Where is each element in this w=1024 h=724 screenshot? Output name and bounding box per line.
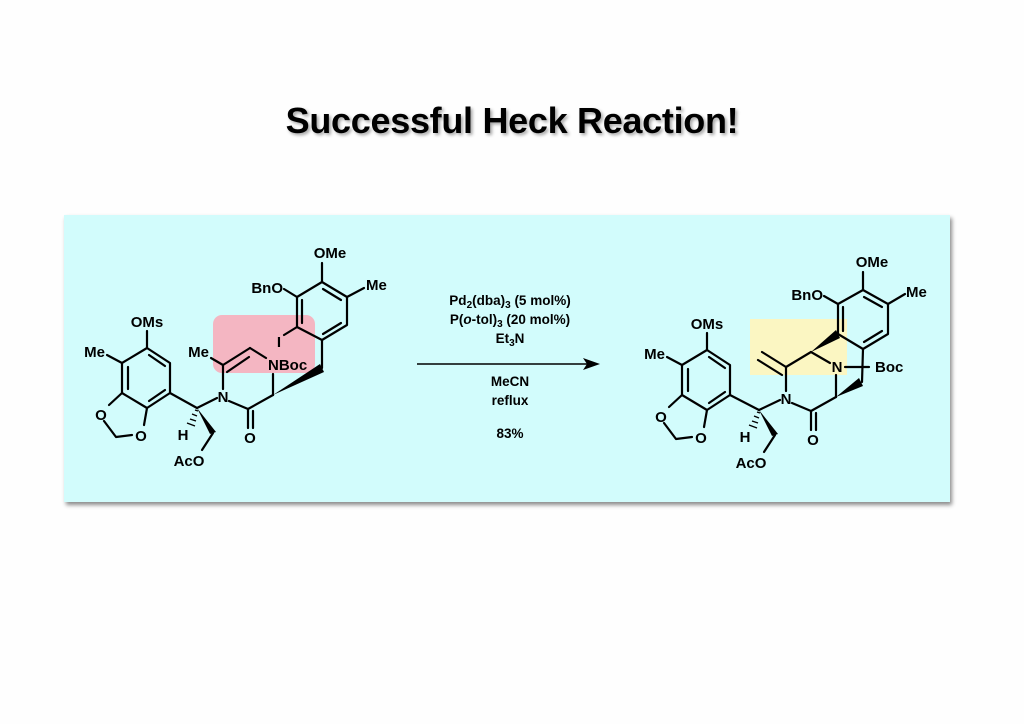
arrow-head-icon <box>583 358 600 370</box>
atom-label: I <box>277 334 281 351</box>
hash-bond <box>748 411 761 429</box>
reactant-molecule: OMs Me O O H AcO N O Me NBoc I BnO OMe M… <box>84 245 387 470</box>
wedge-bond <box>273 364 324 395</box>
base-label: Et3N <box>496 331 525 349</box>
atom-label: AcO <box>736 455 767 472</box>
atom-label: NBoc <box>268 357 307 374</box>
atom-label: O <box>95 407 107 424</box>
atom-label: H <box>178 427 189 444</box>
solvent-label: MeCN <box>491 374 529 389</box>
reactant-highlight-box <box>213 315 315 373</box>
reactant-bonds <box>102 261 366 452</box>
atom-label: O <box>135 428 147 445</box>
atom-label: BnO <box>791 287 823 304</box>
temperature-label: reflux <box>492 393 529 408</box>
wedge-bond <box>759 410 778 436</box>
atom-label: N <box>832 359 843 376</box>
atom-label: O <box>655 409 667 426</box>
wedge-bond <box>836 378 863 397</box>
atom-label: OMs <box>131 314 164 331</box>
atom-label: Me <box>366 277 387 294</box>
slide-title: Successful Heck Reaction! <box>285 100 739 141</box>
atom-label: N <box>781 391 792 408</box>
product-molecule: OMs Me O O H AcO N O N Boc BnO OMe Me <box>644 254 927 472</box>
atom-label: Me <box>84 344 105 361</box>
atom-label: O <box>244 430 256 447</box>
atom-label: Me <box>906 284 927 301</box>
catalyst-label: Pd2(dba)3 (5 mol%) <box>449 293 570 311</box>
atom-label: N <box>218 389 229 406</box>
hash-bond <box>186 409 199 427</box>
atom-label: OMe <box>314 245 347 262</box>
atom-label: O <box>695 430 707 447</box>
atom-label: H <box>740 429 751 446</box>
atom-label: AcO <box>174 453 205 470</box>
atom-label: OMe <box>856 254 889 271</box>
atom-label: Me <box>188 344 209 361</box>
atom-label: OMs <box>691 316 724 333</box>
reaction-conditions: Pd2(dba)3 (5 mol%) P(o-tol)3 (20 mol%) E… <box>417 293 600 441</box>
yield-label: 83% <box>496 426 523 441</box>
atom-label: Boc <box>875 359 903 376</box>
atom-label: Me <box>644 346 665 363</box>
ligand-label: P(o-tol)3 (20 mol%) <box>450 312 570 330</box>
product-bonds <box>662 270 907 454</box>
atom-label: BnO <box>251 280 283 297</box>
wedge-bond <box>197 408 216 434</box>
wedge-bond <box>811 330 840 352</box>
atom-label: O <box>807 432 819 449</box>
